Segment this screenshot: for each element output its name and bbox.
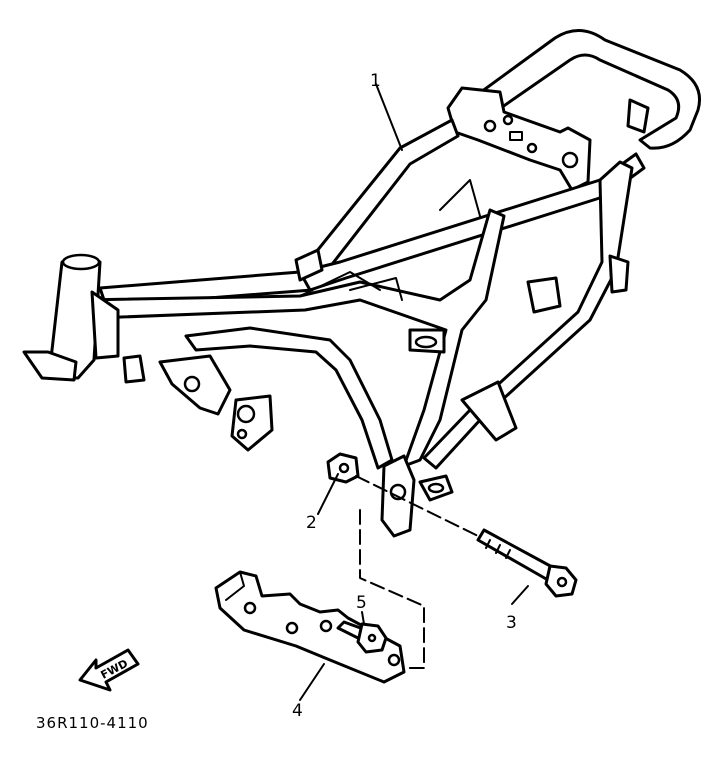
nut-part [326, 452, 360, 484]
callout-2: 2 [306, 513, 317, 533]
engine-mount-front [122, 354, 146, 384]
callout-3: 3 [506, 613, 517, 633]
stand-bolt-part [336, 620, 388, 654]
callout-1: 1 [370, 71, 381, 91]
side-stand-part [214, 570, 406, 684]
frame-part [22, 29, 701, 538]
lower-cradle-tube [184, 326, 394, 470]
rear-down-tube [422, 160, 634, 470]
tank-mount-bracket [294, 248, 324, 282]
right-tab [608, 254, 630, 294]
rear-side-bracket [526, 276, 562, 314]
diagram-code: 36R110-4110 [36, 714, 149, 732]
callout-4: 4 [292, 701, 303, 721]
rear-upper-tab [626, 98, 650, 134]
callout-5: 5 [356, 593, 367, 613]
pivot-bolt-part [476, 528, 578, 598]
rear-grab-rail [468, 29, 701, 150]
head-gusset [90, 290, 120, 360]
rear-lower-bracket [460, 380, 518, 442]
leader-lines [299, 83, 529, 701]
forward-arrow-icon: FWD [78, 648, 140, 692]
upper-main-tube [98, 118, 460, 308]
backbone-tube [80, 208, 506, 468]
pivot-bracket [230, 394, 274, 452]
